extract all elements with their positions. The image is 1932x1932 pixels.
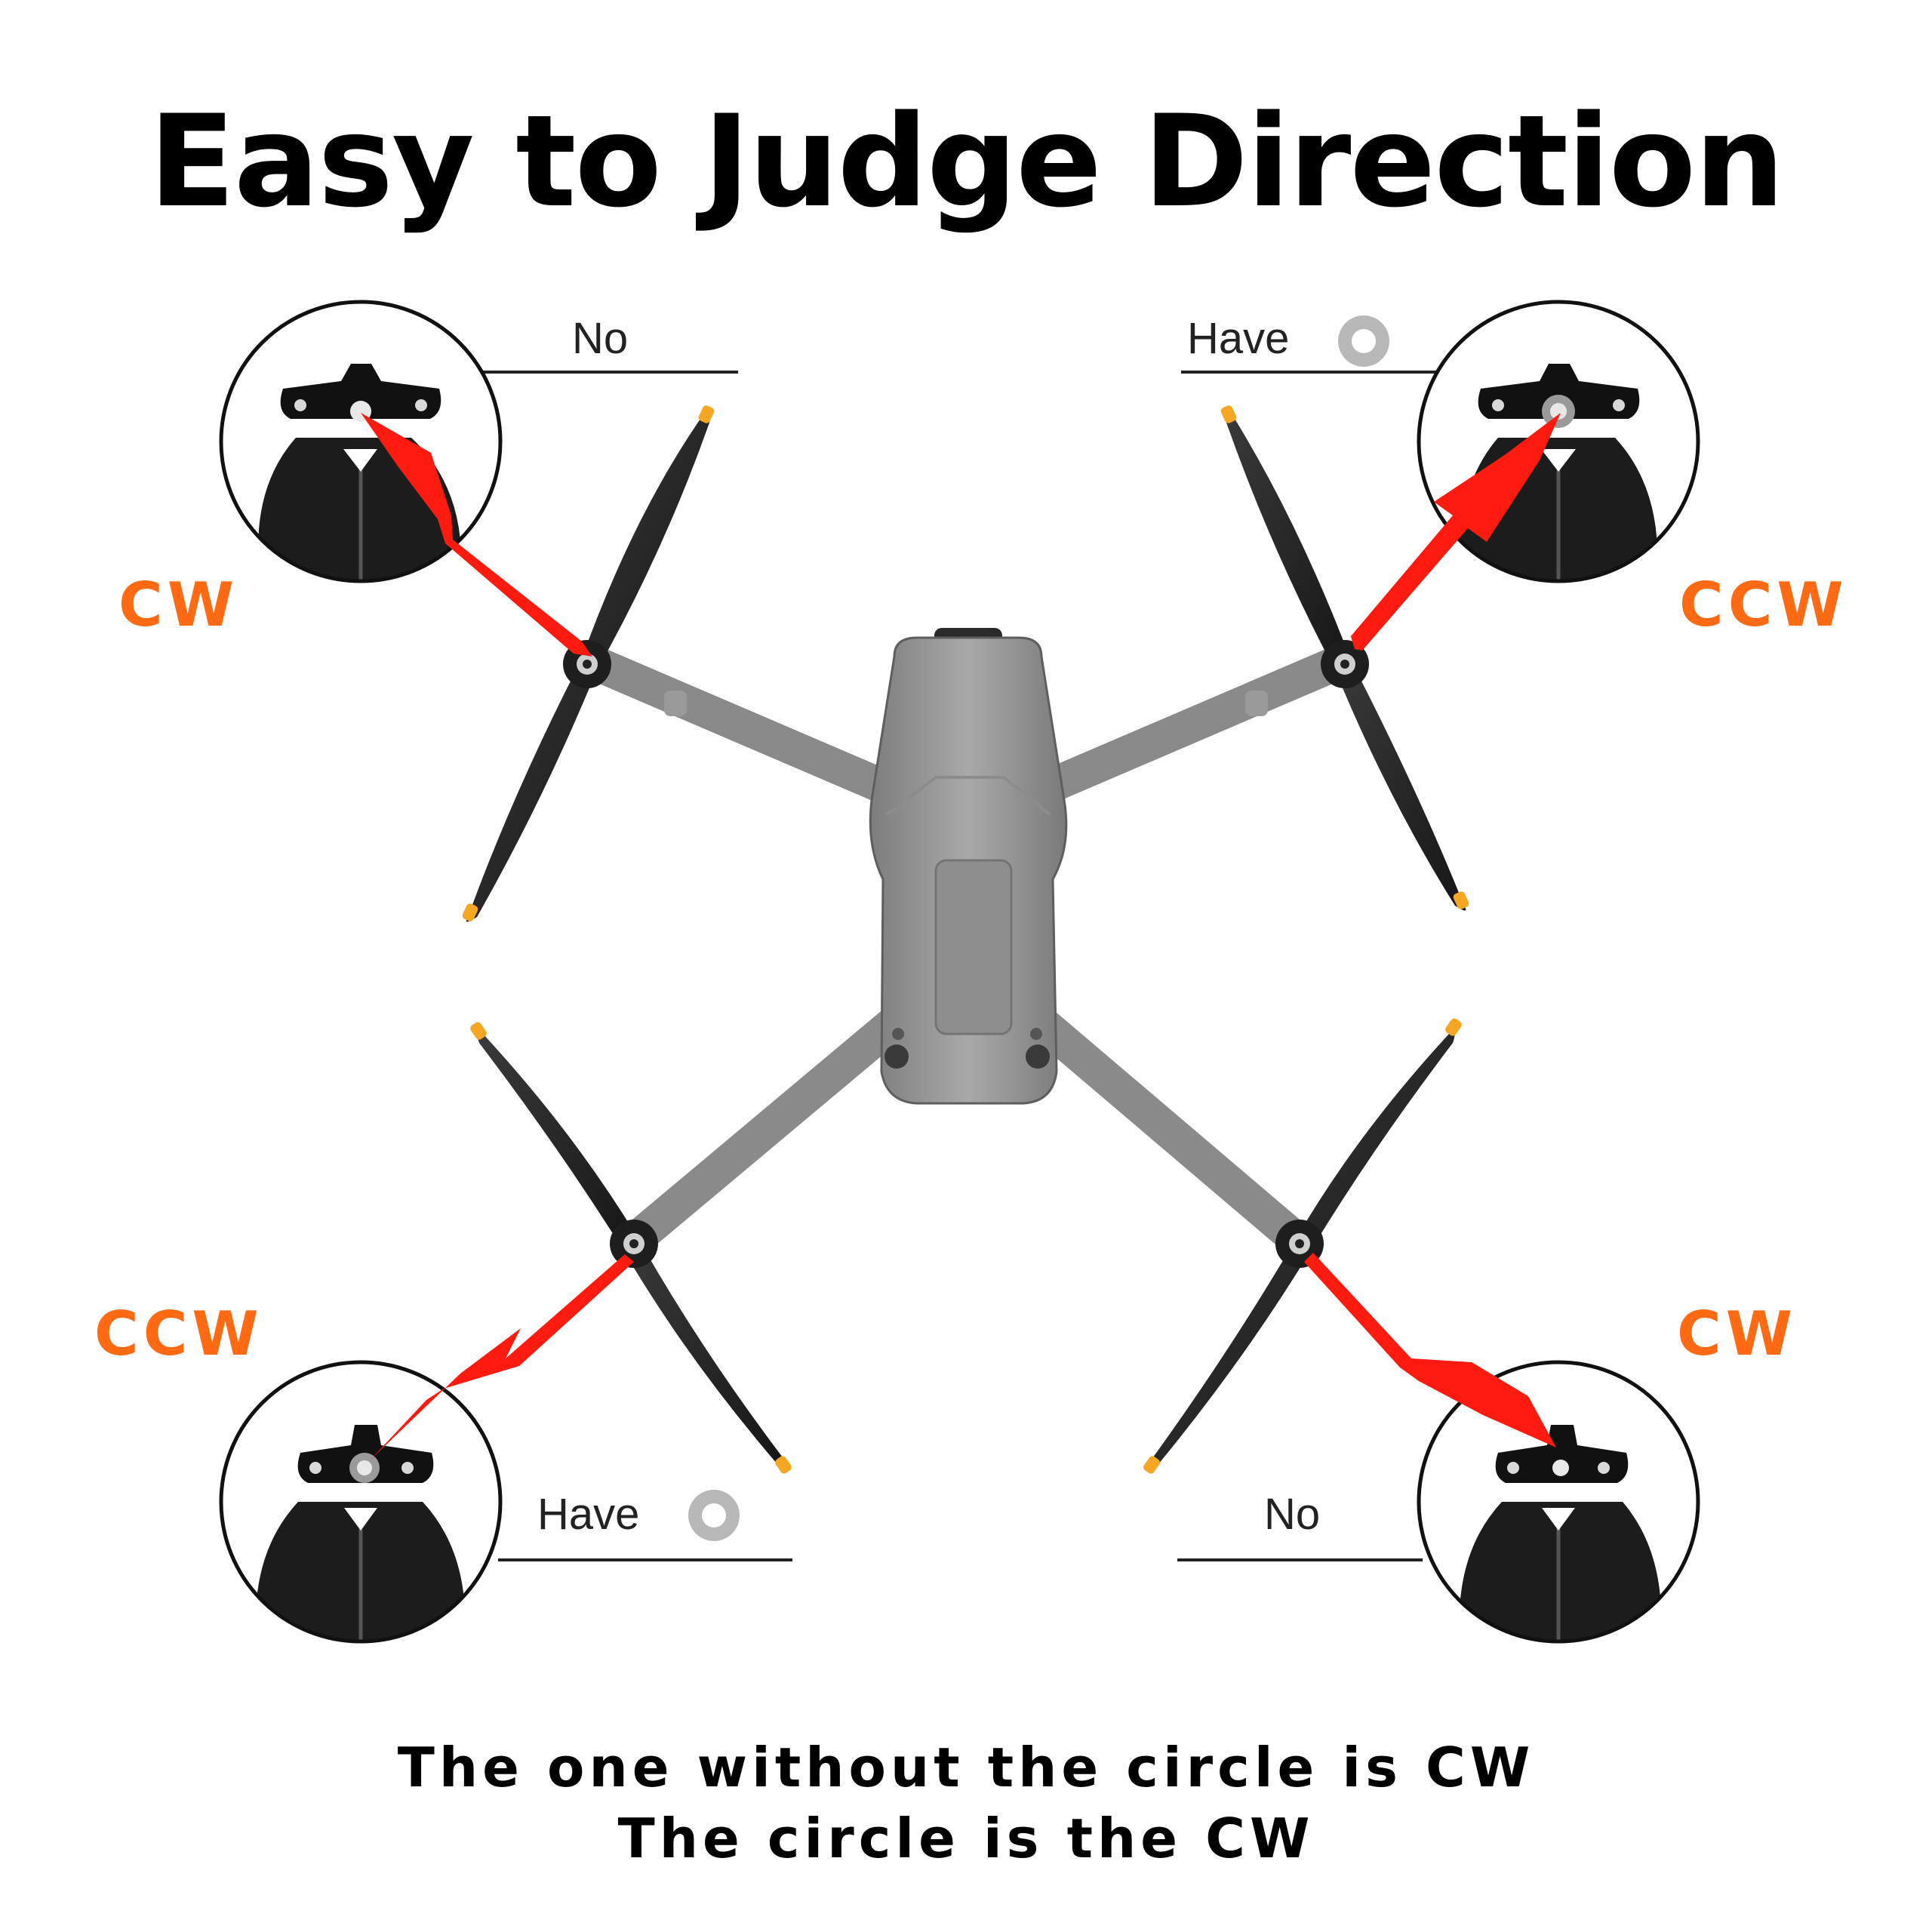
ring-icon-bottom-left [688, 1490, 740, 1541]
direction-label-bottom-right: CW [1677, 1299, 1797, 1369]
marking-label-top-left: No [572, 314, 629, 363]
zoom-circle-bottom-right [1417, 1360, 1700, 1644]
propeller-bottom-left [470, 1022, 792, 1474]
marking-label-top-right: Have [1187, 314, 1290, 363]
footer-line-2: The circle is the CW [617, 1807, 1315, 1870]
arrow-bottom-left [370, 1254, 634, 1460]
red-arrows [361, 413, 1561, 1460]
ring-icon-top-right [1338, 315, 1389, 367]
callout-lines [483, 371, 1438, 1561]
zoom-circle-top-right [1417, 300, 1700, 583]
arrow-top-right [1351, 413, 1561, 651]
propeller-top-left [462, 405, 715, 922]
direction-label-bottom-left: CCW [94, 1299, 263, 1369]
arrow-bottom-right [1304, 1253, 1556, 1447]
drone-arms [571, 643, 1361, 1255]
footer-line-1: The one without the circle is CW [397, 1736, 1535, 1799]
propeller-top-right [1220, 405, 1469, 911]
zoom-circle-bottom-left [219, 1360, 503, 1644]
drone-body [869, 628, 1068, 1105]
zoom-circle-top-left [219, 300, 503, 583]
direction-label-top-right: CCW [1679, 570, 1848, 640]
propeller-bottom-right [1143, 1018, 1462, 1474]
arrow-top-left [361, 413, 592, 657]
direction-label-top-left: CW [118, 570, 238, 640]
marking-label-bottom-right: No [1264, 1490, 1321, 1539]
marking-label-bottom-left: Have [537, 1490, 640, 1539]
page-title: Easy to Judge Direction [149, 88, 1785, 235]
